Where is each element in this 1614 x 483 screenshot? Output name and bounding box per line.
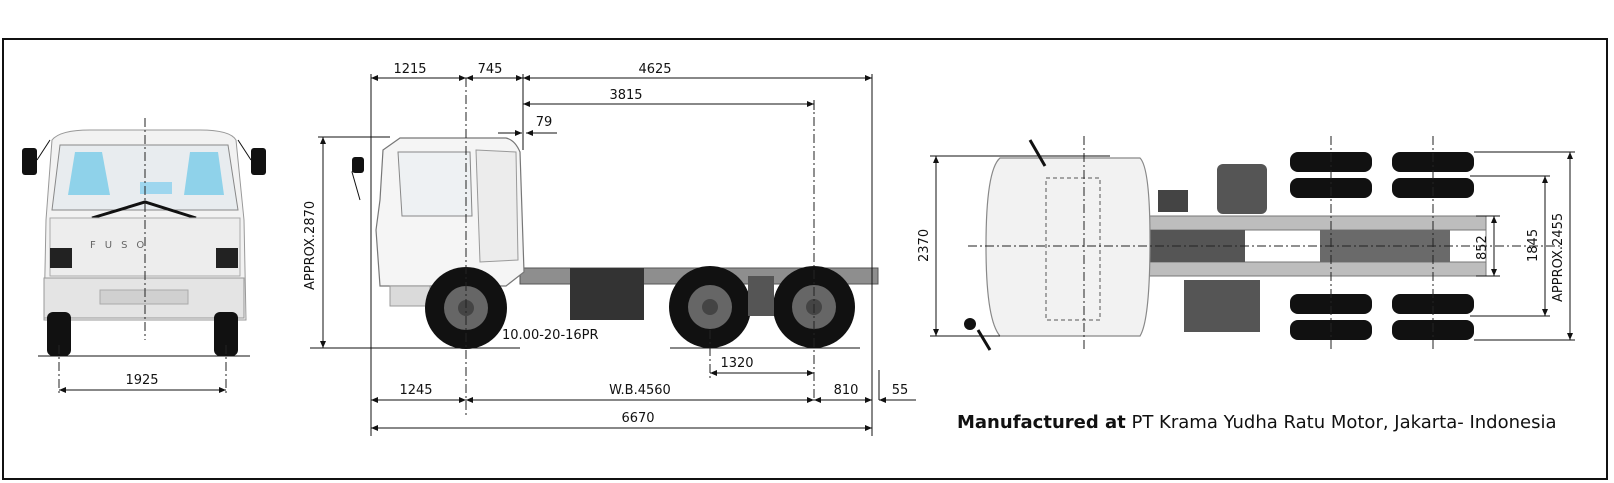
brand-emblem: FUSO: [90, 240, 153, 251]
dim-front-overhang-top: 1215: [393, 62, 426, 77]
dim-height: APPROX.2870: [303, 201, 318, 290]
dim-track: 1925: [125, 373, 158, 388]
top-view: 2370 852 1845 APPROX.2455: [917, 136, 1575, 352]
dim-overall-length: 6670: [621, 411, 654, 426]
front-view: FUSO 1925: [22, 118, 266, 395]
tire-size: 10.00-20-16PR: [502, 328, 599, 343]
dim-tandem: 1320: [720, 356, 753, 371]
dim-rear-extension: 55: [892, 383, 909, 398]
manufacturer-text: PT Krama Yudha Ratu Motor, Jakarta- Indo…: [1131, 412, 1557, 433]
dim-rear-overhang: 810: [834, 383, 859, 398]
dim-cab-offset: 745: [478, 62, 503, 77]
dim-body-length: 4625: [638, 62, 671, 77]
manufacturer-label: Manufactured at: [957, 412, 1126, 433]
dim-clearance: 79: [536, 115, 553, 130]
dim-rear-track: 1845: [1526, 229, 1541, 262]
side-view: APPROX.2870 1215 745 4625 3815 79 10.00-…: [303, 62, 916, 436]
dim-cab-to-rear-axle: 3815: [609, 88, 642, 103]
dim-front-overhang: 1245: [399, 383, 432, 398]
dim-cab-width: 2370: [917, 229, 932, 262]
dim-wheelbase: W.B.4560: [609, 383, 671, 398]
dim-frame-width: 852: [1475, 235, 1490, 260]
drawing-frame: [2, 38, 1608, 480]
manufacturer-note: Manufactured at PT Krama Yudha Ratu Moto…: [957, 412, 1557, 433]
dim-overall-width: APPROX.2455: [1551, 213, 1566, 302]
